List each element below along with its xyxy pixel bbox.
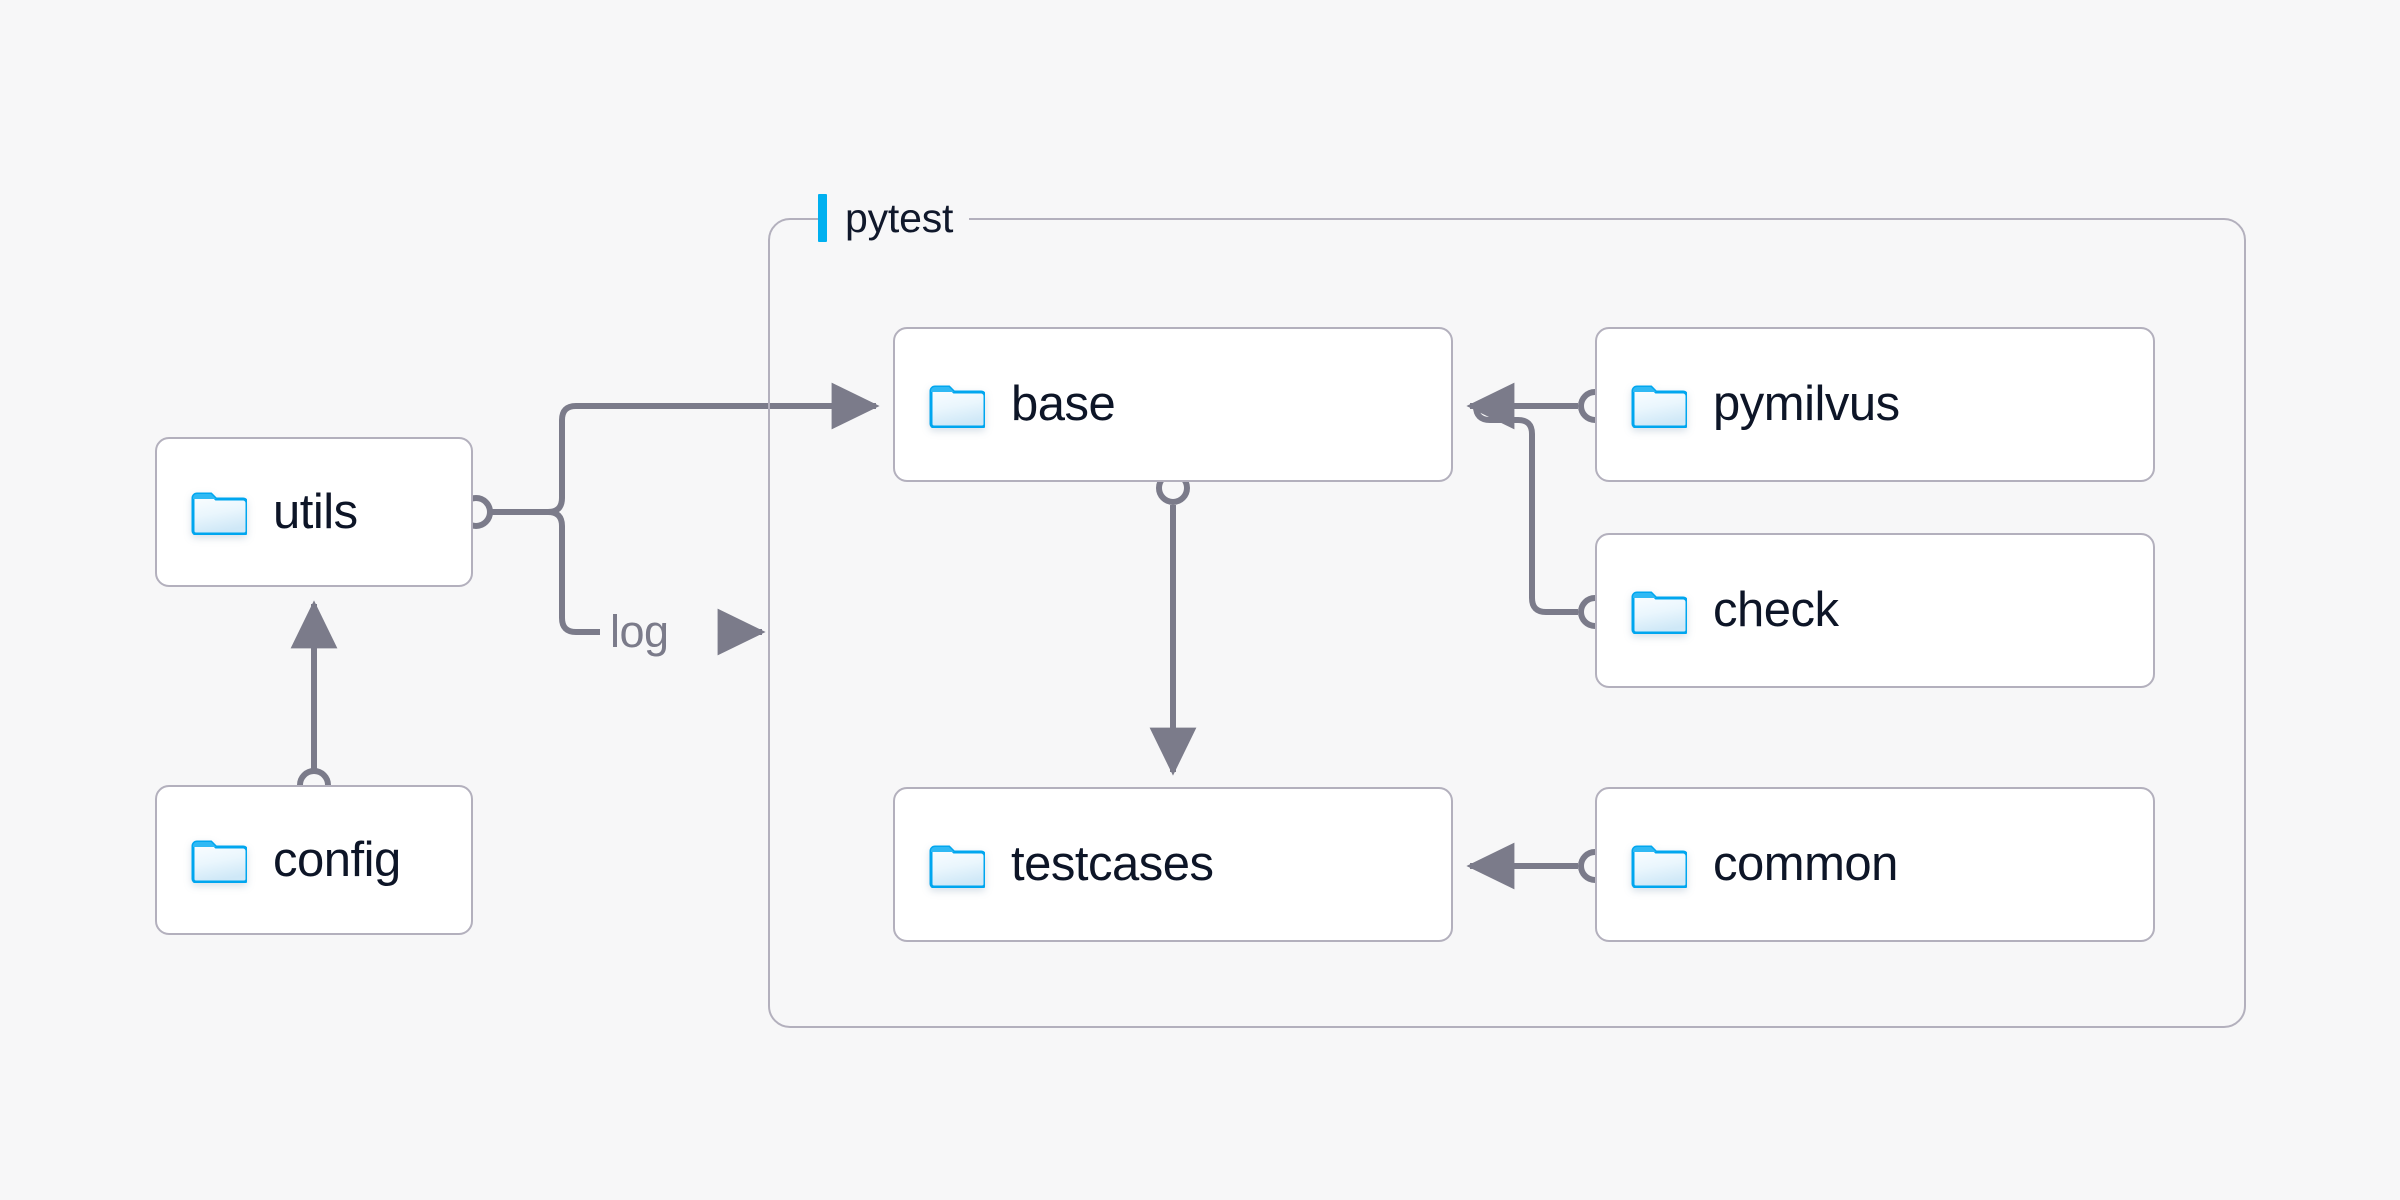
folder-icon: [929, 842, 987, 888]
node-config[interactable]: config: [155, 785, 473, 935]
group-title: pytest: [845, 194, 954, 241]
node-label: utils: [273, 484, 358, 539]
folder-icon: [191, 837, 249, 884]
edge-label-log: log: [610, 606, 669, 657]
folder-icon: [191, 489, 249, 536]
node-label: check: [1713, 583, 1839, 637]
node-utils[interactable]: utils: [155, 437, 473, 587]
node-base[interactable]: base: [893, 327, 1453, 482]
node-label: testcases: [1011, 837, 1214, 891]
node-label: common: [1713, 837, 1898, 891]
node-label: config: [273, 832, 401, 887]
node-common[interactable]: common: [1595, 787, 2155, 942]
node-testcases[interactable]: testcases: [893, 787, 1453, 942]
folder-icon: [1631, 382, 1689, 428]
folder-icon: [929, 382, 987, 428]
group-pytest[interactable]: [768, 218, 2246, 1028]
node-check[interactable]: check: [1595, 533, 2155, 688]
edge-utils-to-log: [530, 509, 600, 635]
folder-icon: [1631, 842, 1689, 888]
node-pymilvus[interactable]: pymilvus: [1595, 327, 2155, 482]
folder-icon: [1631, 588, 1689, 634]
node-label: base: [1011, 377, 1116, 431]
group-pytest-label: pytest: [818, 194, 970, 242]
group-accent-bar: [818, 194, 827, 242]
node-label: pymilvus: [1713, 377, 1900, 431]
